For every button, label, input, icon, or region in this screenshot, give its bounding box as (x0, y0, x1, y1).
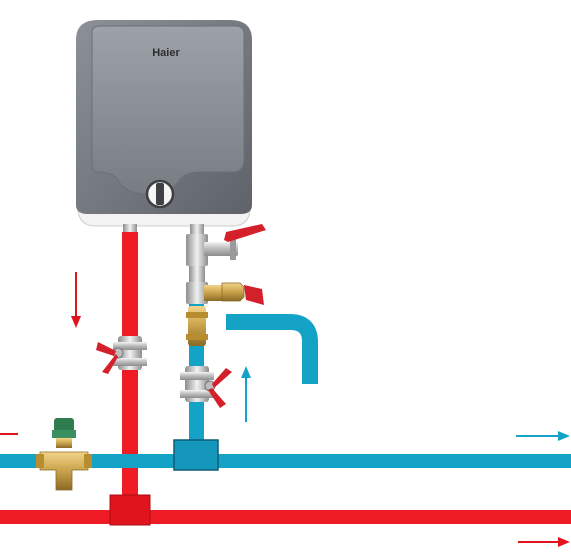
cold-water-line (0, 224, 571, 491)
arrow-right-icon (516, 431, 570, 441)
thermostat-knob[interactable] (145, 179, 175, 209)
hot-valve-handle (96, 342, 116, 356)
safety-valve-lever (244, 285, 264, 305)
cold-main-pipe (0, 454, 571, 468)
pressure-reducing-valve[interactable] (36, 418, 92, 491)
heater-front-panel (91, 25, 245, 195)
hot-ball-valve[interactable] (96, 336, 147, 374)
drain-ball-valve[interactable] (186, 224, 266, 266)
cold-inlet-fittings (186, 224, 266, 346)
safety-relief-valve[interactable] (186, 282, 264, 305)
check-valve (186, 306, 208, 346)
hot-main-pipe (0, 510, 571, 524)
hot-water-line (0, 224, 571, 547)
drain-valve-handle (224, 224, 266, 242)
water-heater: Haier (76, 20, 252, 227)
hot-riser-pipe (122, 232, 138, 522)
hot-outlet-nipple (123, 224, 137, 234)
arrow-right-icon (518, 537, 570, 547)
arrow-down-icon (71, 272, 81, 328)
brand-logo: Haier (152, 47, 180, 59)
drain-pipe (226, 314, 318, 384)
arrow-up-icon (241, 366, 251, 422)
cold-ball-valve[interactable] (180, 366, 232, 408)
hot-tee-fitting (109, 494, 151, 526)
cold-tee-fitting (173, 439, 219, 471)
cold-valve-handle (212, 368, 232, 388)
